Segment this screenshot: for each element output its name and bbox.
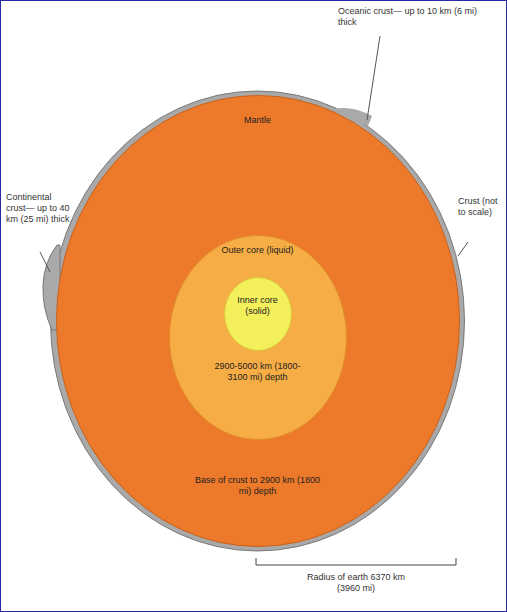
mantle-layer: MantleBase of crust to 2900 km (1800 mi)… — [56, 95, 460, 547]
oceanic-crust-label: Oceanic crust— up to 10 km (6 mi) thick — [338, 6, 478, 28]
depth-range: Base of crust to 2900 km (1800 mi) depth — [193, 475, 323, 497]
inner-core-layer: Inner core (solid) — [224, 277, 292, 351]
radius-label: Radius of earth 6370 km (3960 mi) — [296, 572, 416, 594]
layer-name: Mantle — [208, 115, 308, 126]
scale-tick — [256, 558, 257, 565]
outer-core-layer: Outer core (liquid) 2900-5000 km (1800-31… — [169, 235, 347, 440]
scale-tick — [456, 558, 457, 565]
leader-line — [40, 252, 50, 272]
leader-line — [458, 242, 468, 256]
crust-shell — [51, 91, 465, 551]
leader-line — [367, 36, 380, 120]
continental-crust-label: Continental crust— up to 40 km (25 mi) t… — [6, 192, 72, 224]
crust-label: Crust (not to scale) — [458, 196, 502, 218]
scale-bar — [256, 565, 456, 566]
layer-name: Outer core (liquid) — [208, 245, 308, 256]
layer-name: Inner core (solid) — [231, 295, 285, 317]
depth-range: 2900-5000 km (1800-3100 mi) depth — [213, 361, 303, 383]
